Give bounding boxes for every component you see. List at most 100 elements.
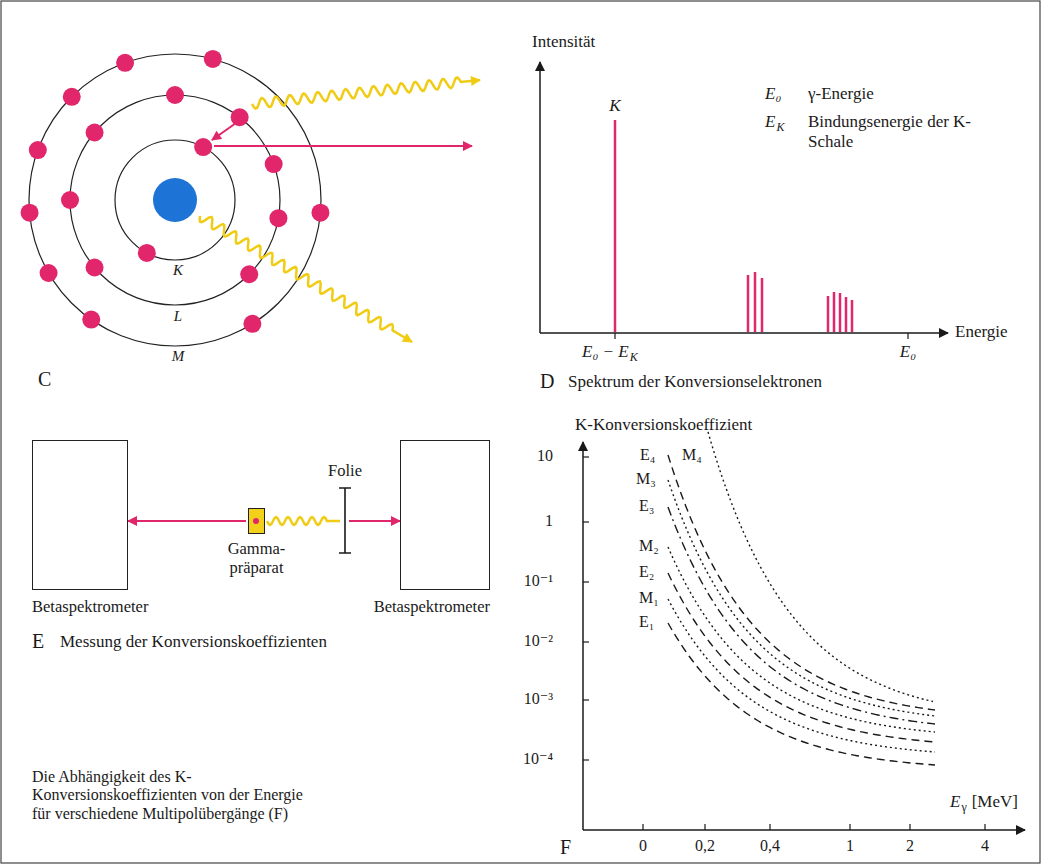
spectral-line: [747, 275, 750, 332]
gamma-wave: [267, 517, 340, 525]
label: L: [174, 308, 182, 325]
tick: [704, 824, 705, 830]
label: 10⁻¹: [524, 572, 553, 590]
spectral-line: [614, 120, 617, 332]
electron: [204, 50, 222, 68]
label: Intensität: [532, 32, 595, 52]
electron-path: [349, 520, 400, 522]
label: 2: [906, 837, 914, 855]
label: 0,2: [695, 837, 715, 855]
atom-figure: [21, 50, 480, 346]
label: Energie: [955, 322, 1008, 342]
node-label: Betaspektrometer: [32, 598, 148, 617]
multipole-curve: [668, 507, 935, 724]
label: F: [560, 836, 571, 859]
label: C: [38, 368, 51, 391]
spectrometer-box: Betaspektrometer: [374, 440, 490, 617]
electron: [86, 124, 104, 142]
electron: [86, 258, 104, 276]
tick: [614, 333, 615, 339]
source-box: Gamma-präparat: [221, 508, 293, 578]
spectral-line: [754, 272, 757, 332]
electron: [21, 204, 39, 222]
electron-arrow: [214, 145, 472, 147]
tick: [583, 581, 589, 582]
label: 0,4: [760, 837, 780, 855]
label: 4: [981, 837, 989, 855]
multipole-curve: [668, 599, 935, 752]
electron: [138, 244, 156, 262]
multipole-curve: [668, 623, 935, 765]
spectral-line: [833, 292, 836, 332]
label: E₀ − E: [582, 342, 629, 362]
label: γ-Energie: [808, 84, 874, 104]
electron-path: [128, 520, 246, 522]
electron: [61, 191, 79, 209]
label: E₄: [640, 446, 655, 464]
tick: [984, 824, 985, 830]
tick: [583, 699, 589, 700]
electron: [63, 88, 81, 106]
transition-arrow: [212, 123, 236, 140]
multipole-curve: [668, 547, 935, 732]
label: E₀: [900, 342, 916, 362]
tick: [583, 641, 589, 642]
label: Spektrum der Konversionselektronen: [568, 372, 822, 392]
label: [MeV]: [972, 792, 1018, 812]
label: 10⁻⁴: [523, 750, 553, 768]
electron: [29, 141, 47, 159]
electron: [243, 315, 261, 333]
label: 1: [545, 512, 553, 530]
label: Die Abhängigkeit des K-Konversionskoeffi…: [32, 768, 322, 823]
spectral-line: [845, 297, 848, 332]
label: E₂: [639, 563, 654, 581]
tick: [909, 824, 910, 830]
node-label: Gamma-präparat: [221, 540, 293, 578]
label: E: [765, 112, 775, 132]
label: K: [609, 96, 620, 116]
label: M₁: [639, 589, 659, 607]
label: Messung der Konversionskoeffizienten: [60, 632, 327, 652]
electron: [240, 265, 258, 283]
label: K-Konversionskoeffizient: [575, 415, 752, 435]
label: K: [776, 121, 784, 135]
electron: [231, 108, 249, 126]
label: 10: [537, 447, 553, 465]
node-label: Betaspektrometer: [374, 598, 490, 617]
spectrum-chart: [540, 62, 948, 339]
label: M₂: [639, 537, 659, 555]
label: E: [32, 630, 44, 653]
electron: [116, 54, 134, 72]
label: M₃: [636, 470, 656, 488]
sample-holder: [248, 508, 265, 534]
label: K: [630, 351, 638, 365]
electron-shell: [70, 95, 280, 305]
tick: [769, 824, 770, 830]
label: Bindungsenergie der K-Schale: [808, 112, 988, 151]
instrument-housing: [32, 440, 128, 590]
label: Folie: [328, 462, 362, 481]
spectral-line: [761, 278, 764, 332]
x-axis: [540, 332, 948, 334]
label: E₃: [639, 497, 654, 515]
electron: [82, 311, 100, 329]
nucleus: [153, 178, 197, 222]
label: E₀: [765, 84, 781, 104]
label: 10⁻³: [524, 690, 553, 708]
spectrometer-box: Betaspektrometer: [32, 440, 148, 617]
tick: [583, 456, 589, 457]
label: γ: [961, 801, 966, 815]
electron: [40, 264, 58, 282]
instrument-housing: [400, 440, 490, 590]
label: M: [172, 348, 185, 365]
electron: [265, 155, 283, 173]
source-dot: [253, 518, 259, 524]
tick: [907, 333, 908, 339]
label: E₁: [639, 613, 654, 631]
x-axis: [583, 829, 1025, 831]
tick: [849, 824, 850, 830]
electron-shell: [115, 140, 235, 260]
coefficient-chart: [583, 432, 1025, 830]
spectral-line: [827, 296, 830, 332]
